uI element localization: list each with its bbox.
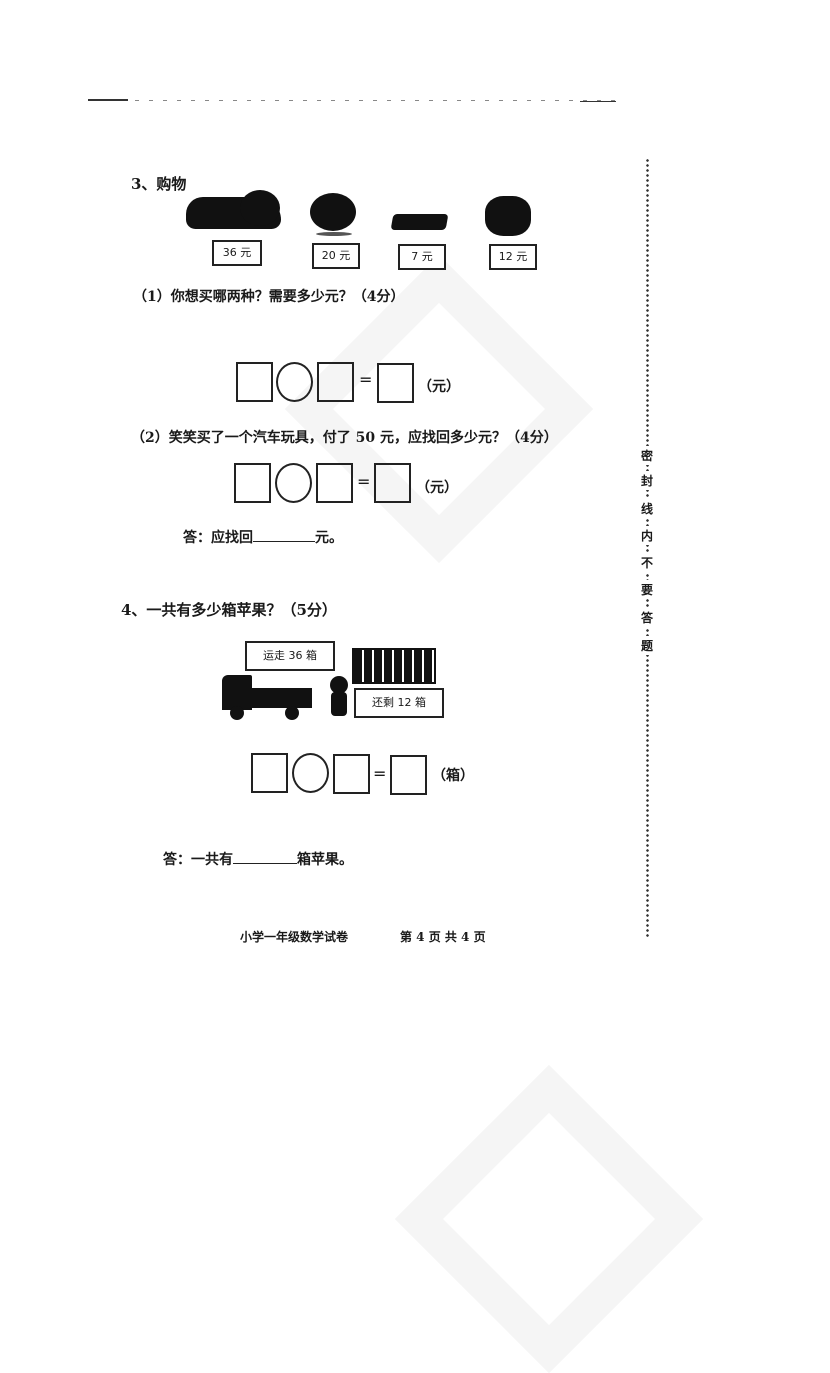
exam-title: 小学一年级数学试卷 <box>240 930 349 944</box>
price-tag-globe: 20 元 <box>312 243 360 269</box>
seal-char: 内 <box>640 526 654 545</box>
top-rule <box>580 101 616 102</box>
apple-crates-image <box>352 648 436 684</box>
seal-char: 不 <box>640 553 654 572</box>
answer-suffix: 箱苹果。 <box>297 852 353 868</box>
seal-char: 要 <box>640 580 654 599</box>
answer-suffix: 元。 <box>315 530 343 546</box>
answer-prefix: 答：一共有 <box>163 852 233 868</box>
scan-noise <box>135 100 615 101</box>
answer-prefix: 答：应找回 <box>183 530 253 546</box>
answer-circle-operator[interactable] <box>275 463 312 503</box>
price-tag-pencil-box: 7 元 <box>398 244 446 270</box>
question3-heading: 3、购物 <box>131 175 187 193</box>
equals-sign: = <box>359 370 373 389</box>
answer-box-operand2[interactable] <box>317 362 354 402</box>
price-tag-toy-train: 12 元 <box>489 244 537 270</box>
price-tag-toy-car: 36 元 <box>212 240 262 266</box>
watermark <box>394 1064 704 1373</box>
answer-box-result[interactable] <box>390 755 427 795</box>
unit-label: （箱） <box>432 768 474 784</box>
equals-sign: = <box>373 764 387 783</box>
seal-char: 密 <box>640 446 654 465</box>
question3-answer-line: 答：应找回 元。 <box>183 527 343 547</box>
speech-bubble-truck: 运走 36 箱 <box>245 641 335 671</box>
seal-char: 线 <box>640 499 654 518</box>
question4-answer-line: 答：一共有 箱苹果。 <box>163 849 353 869</box>
question3-part1-prompt: （1）你想买哪两种？需要多少元？（4分） <box>133 289 405 305</box>
seal-char: 封 <box>640 471 654 490</box>
seal-char: 答 <box>640 608 654 627</box>
answer-box-result[interactable] <box>377 363 414 403</box>
answer-box-operand2[interactable] <box>333 754 370 794</box>
answer-circle-operator[interactable] <box>292 753 329 793</box>
equals-sign: = <box>357 472 371 491</box>
seal-char: 题 <box>640 636 654 655</box>
page-info: 第 4 页 共 4 页 <box>400 930 486 944</box>
unit-label: （元） <box>418 379 460 395</box>
answer-circle-operator[interactable] <box>276 362 313 402</box>
answer-blank[interactable] <box>233 849 297 864</box>
answer-blank[interactable] <box>253 527 315 542</box>
answer-box-operand1[interactable] <box>234 463 271 503</box>
top-rule <box>88 99 128 101</box>
answer-box-result[interactable] <box>374 463 411 503</box>
seal-dotted-line <box>646 158 649 938</box>
unit-label: （元） <box>416 480 458 496</box>
speech-bubble-child: 还剩 12 箱 <box>354 688 444 718</box>
question3-part2-prompt: （2）笑笑买了一个汽车玩具，付了 50 元，应找回多少元？（4分） <box>131 430 558 446</box>
question4-heading: 4、一共有多少箱苹果？（5分） <box>121 601 337 619</box>
answer-box-operand2[interactable] <box>316 463 353 503</box>
answer-box-operand1[interactable] <box>251 753 288 793</box>
answer-box-operand1[interactable] <box>236 362 273 402</box>
